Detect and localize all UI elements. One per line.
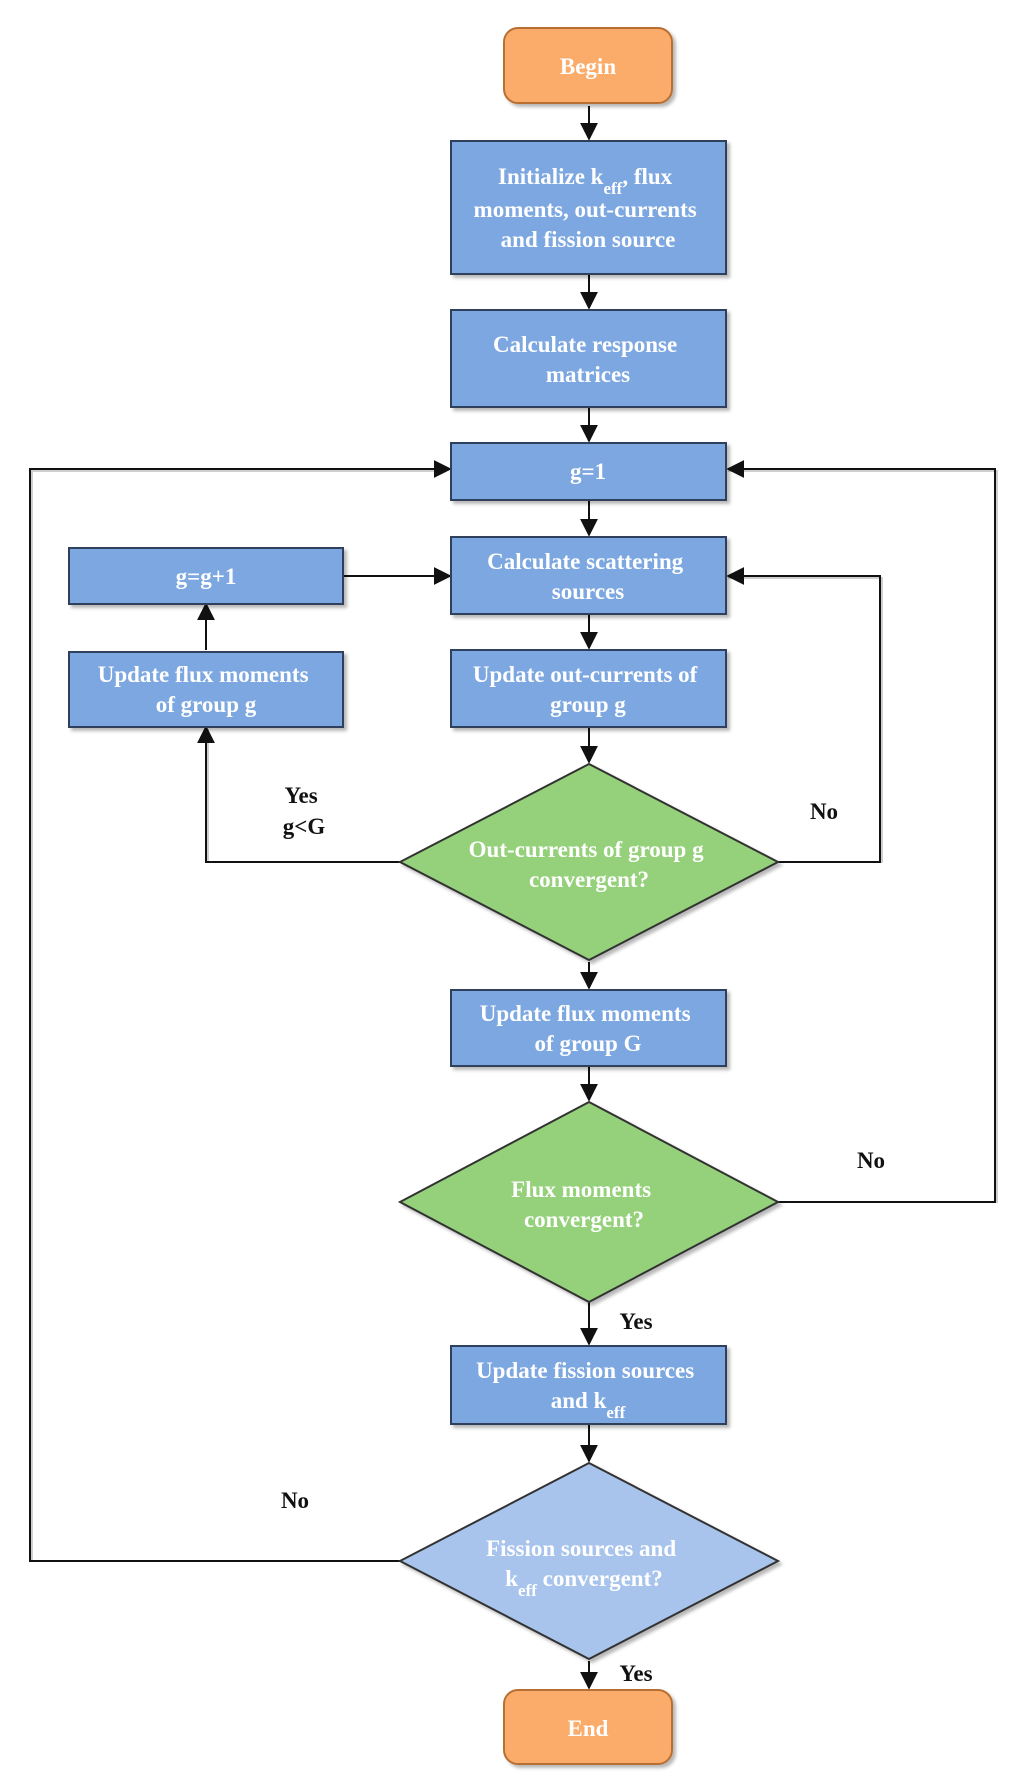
edge-labels: Yes g<G No No Yes No Yes	[281, 783, 885, 1686]
no-flux-label: No	[857, 1148, 885, 1173]
out-currents-convergent-label: Out-currents of group g convergent?	[469, 837, 710, 892]
response-matrices-label: Calculate response matrices	[493, 332, 683, 387]
edge-decflux-no-g1	[726, 460, 996, 1203]
no-out-currents-label: No	[810, 799, 838, 824]
yes-flux-label: Yes	[619, 1309, 652, 1334]
fission-convergent-label: Fission sources and keff convergent?	[486, 1536, 682, 1600]
edge-decfission-no-g1	[29, 460, 452, 1562]
g-equals-1-label: g=1	[570, 459, 606, 484]
g-equals-1-box	[450, 442, 727, 501]
update-out-currents-box	[450, 649, 727, 728]
end-terminal	[503, 1689, 673, 1765]
end-label: End	[568, 1716, 609, 1741]
edge-decout-no-scatter	[726, 567, 881, 863]
connectors	[29, 106, 996, 1690]
no-fission-label: No	[281, 1488, 309, 1513]
yes-fission-label: Yes	[619, 1661, 652, 1686]
g-increment-label: g=g+1	[176, 564, 237, 589]
response-matrices-box	[450, 309, 727, 408]
fission-convergent-decision	[397, 1461, 781, 1661]
out-currents-convergent-decision	[397, 762, 781, 962]
update-flux-group-g-label: Update flux moments of group g	[98, 662, 315, 717]
initialize-label: Initialize keff, flux moments, out-curre…	[474, 164, 703, 252]
scattering-sources-box	[450, 536, 727, 615]
update-flux-group-G-box	[450, 989, 727, 1067]
update-out-currents-label: Update out-currents of group g	[473, 662, 703, 717]
initialize-box	[450, 140, 727, 275]
begin-label: Begin	[560, 54, 616, 79]
flux-moments-convergent-decision	[397, 1100, 781, 1304]
flux-moments-convergent-label: Flux moments convergent?	[511, 1177, 657, 1232]
nodes: Begin Initialize keff, flux moments, out…	[68, 27, 781, 1765]
begin-terminal	[503, 27, 673, 104]
g-increment-box	[68, 547, 344, 605]
update-fission-sources-box	[450, 1345, 727, 1425]
update-fission-sources-label: Update fission sources and keff	[476, 1358, 700, 1422]
yes-g-lt-G-label: Yes g<G	[283, 783, 326, 839]
edge-decout-yes-updfluxg	[197, 725, 400, 863]
scattering-sources-label: Calculate scattering sources	[487, 549, 689, 604]
update-flux-group-g-box	[68, 651, 344, 728]
update-flux-group-G-label: Update flux moments of group G	[480, 1001, 697, 1056]
